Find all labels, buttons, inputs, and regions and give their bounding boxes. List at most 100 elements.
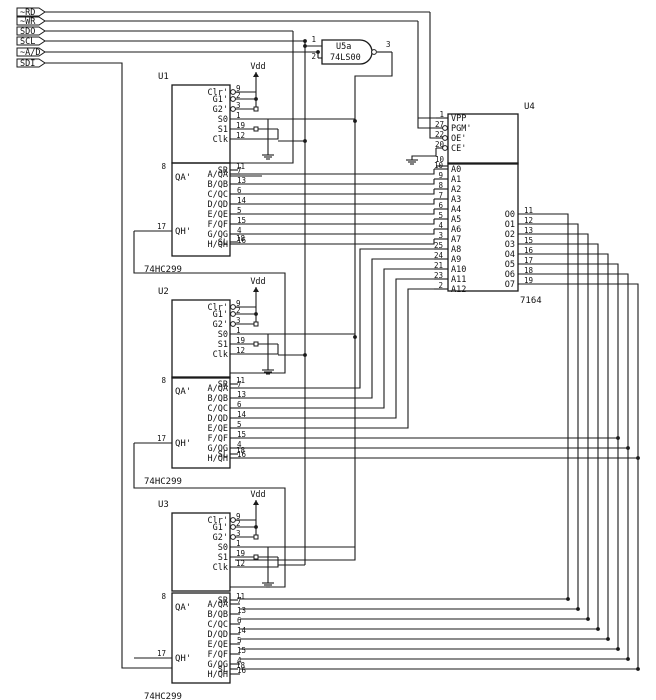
- q-pin: 16: [237, 666, 247, 675]
- connection-square: [253, 554, 259, 560]
- q-pin: 16: [237, 450, 247, 459]
- control-label: Clr': [208, 303, 228, 313]
- inversion-bubble: [442, 135, 448, 141]
- q-label: B/QB: [208, 394, 228, 404]
- q-pin: 6: [237, 400, 242, 409]
- addr-label: A12: [451, 285, 466, 295]
- q-label: D/QD: [208, 200, 228, 210]
- junction: [616, 436, 620, 440]
- junction: [636, 667, 640, 671]
- control-pin: 2: [236, 91, 241, 100]
- sl-pin: 18: [236, 234, 246, 243]
- control-pin: 12: [236, 131, 245, 140]
- sdi-wire: [45, 62, 172, 669]
- addr-pin: 7: [438, 191, 443, 200]
- sr-label: SR: [218, 380, 229, 390]
- main-box: [171, 162, 231, 257]
- q-label: B/QB: [208, 180, 228, 190]
- gate-pin-1: 1: [311, 35, 316, 44]
- control-pin: 19: [236, 549, 245, 558]
- q-label: C/QC: [208, 620, 228, 630]
- data-label: O3: [505, 240, 515, 250]
- data-label: O5: [505, 260, 515, 270]
- inversion-bubble: [230, 517, 236, 523]
- q-pin: 6: [237, 186, 242, 195]
- addr-pin: 9: [438, 171, 443, 180]
- sl-label: SL: [218, 665, 228, 675]
- chip-name: U1: [158, 72, 169, 82]
- control-label: G2': [213, 105, 228, 115]
- addr-label: A10: [451, 265, 466, 275]
- addr-pin: 5: [438, 211, 443, 220]
- data-bus: [518, 243, 599, 629]
- inversion-bubble: [230, 534, 236, 540]
- addr-pin: 25: [434, 241, 443, 250]
- inversion-bubble: [442, 125, 448, 131]
- ce-wire: [411, 148, 437, 160]
- control-pin: 3: [236, 529, 241, 538]
- q-label: D/QD: [208, 630, 228, 640]
- addr-pin: 23: [434, 271, 443, 280]
- inversion-bubble: [442, 145, 448, 151]
- q-pin: 4: [237, 656, 242, 665]
- junction: [254, 97, 258, 101]
- eeprom-ctrl-pin: 1: [439, 110, 444, 119]
- qh-prime-pin: 17: [157, 434, 166, 443]
- sr-pin: 11: [236, 376, 245, 385]
- signal-flag: [16, 58, 46, 68]
- addr-label: A5: [451, 215, 461, 225]
- q-pin: 7: [237, 596, 242, 605]
- q-pin: 7: [237, 166, 242, 175]
- junction: [626, 657, 630, 661]
- data-bus: [518, 213, 569, 599]
- control-pin: 19: [236, 336, 245, 345]
- addr-label: A9: [451, 255, 461, 265]
- addr-label: A7: [451, 235, 461, 245]
- eeprom-part: 7164: [520, 296, 542, 306]
- q-label: G/QG: [208, 444, 228, 454]
- control-label: Clk: [213, 135, 228, 145]
- addr-wire: [240, 229, 435, 235]
- addr-pin: 24: [434, 251, 444, 260]
- eeprom-ctrl-label: VPP: [451, 114, 466, 124]
- qh-prime-pin: 17: [157, 649, 166, 658]
- data-bus: [518, 273, 629, 659]
- control-pin: 1: [236, 326, 241, 335]
- sr-label: SR: [218, 596, 229, 606]
- addr-wire: [240, 179, 435, 185]
- wires: [45, 11, 640, 675]
- inversion-bubble: [230, 89, 236, 95]
- q-label: H/QH: [208, 670, 228, 680]
- control-pin: 1: [236, 111, 241, 120]
- addr-pin: 8: [438, 181, 443, 190]
- addr-pin: 21: [434, 261, 443, 270]
- control-label: G1': [213, 95, 228, 105]
- vdd-arrow-icon: [253, 500, 259, 505]
- data-bus: [518, 283, 639, 669]
- q-pin: 4: [237, 440, 242, 449]
- qh-prime-label: QH': [175, 654, 191, 664]
- inversion-bubble: [230, 304, 236, 310]
- junction: [254, 525, 258, 529]
- control-label: Clr': [208, 88, 228, 98]
- addr-pin: 6: [438, 201, 443, 210]
- addr-label: A8: [451, 245, 461, 255]
- q-pin: 16: [237, 236, 247, 245]
- signal-label: SDI: [20, 59, 35, 69]
- gate-pin-2: 2: [311, 52, 316, 61]
- data-label: O2: [505, 230, 515, 240]
- junction: [576, 607, 580, 611]
- rd-wire: [429, 12, 436, 139]
- clk-join: [256, 557, 279, 568]
- control-pin: 12: [236, 346, 245, 355]
- sr-pin: 11: [236, 162, 245, 171]
- control-pin: 2: [236, 519, 241, 528]
- control-pin: 3: [236, 101, 241, 110]
- addr-wire: [240, 248, 434, 389]
- qh-prime-label: QH': [175, 439, 191, 449]
- q-label: G/QG: [208, 660, 228, 670]
- q-label: A/QA: [208, 170, 228, 180]
- components: [16, 7, 519, 684]
- chip-name: U3: [158, 500, 169, 510]
- wr-wire: [417, 21, 436, 129]
